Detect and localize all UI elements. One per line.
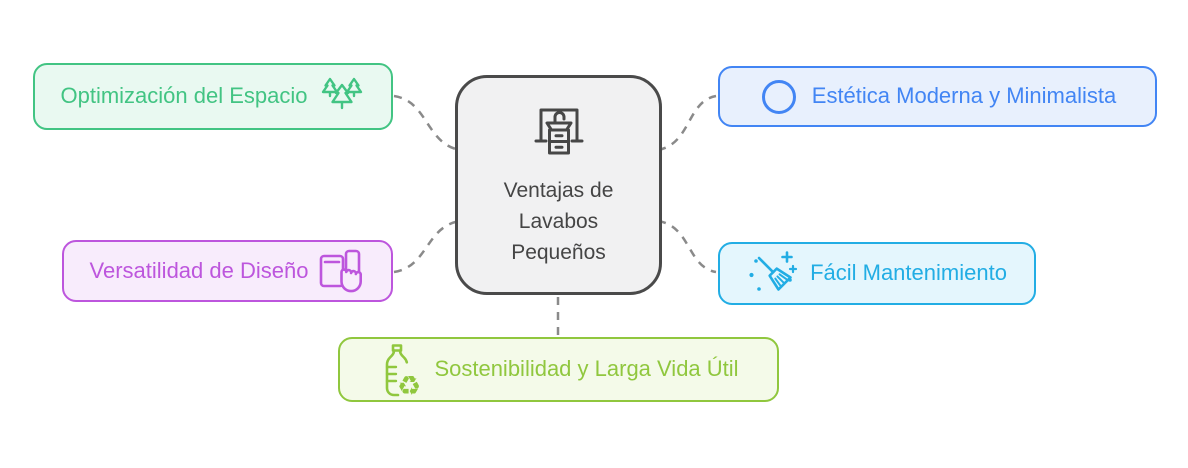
node-label: Versatilidad de Diseño: [89, 257, 309, 283]
svg-text:♻: ♻: [397, 371, 421, 397]
connector: [393, 219, 461, 274]
pine-trees-icon: [318, 75, 366, 119]
bathroom-vanity-sink-icon: [528, 101, 590, 164]
node-versatilidad-de-diseno: Versatilidad de Diseño: [62, 240, 393, 302]
center-title-line3: Pequeños: [511, 241, 606, 264]
center-title-line2: Lavabos: [518, 210, 599, 233]
broom-sparkles-icon: [747, 248, 799, 300]
node-sostenibilidad-y-larga-vida-util: ♻ Sostenibilidad y Larga Vida Útil: [338, 337, 779, 402]
node-estetica-moderna-y-minimalista: Estética Moderna y Minimalista: [718, 66, 1157, 127]
node-label: Sostenibilidad y Larga Vida Útil: [434, 356, 739, 382]
node-label: Estética Moderna y Minimalista: [811, 83, 1117, 109]
bottle-recycle-icon: ♻: [378, 343, 424, 397]
devices-hand-icon: [317, 248, 365, 294]
node-label: Optimización del Espacio: [60, 83, 308, 109]
node-label: Fácil Mantenimiento: [810, 260, 1007, 286]
connector: [657, 94, 717, 152]
center-title-line1: Ventajas de: [503, 179, 614, 202]
center-node: Ventajas de Lavabos Pequeños: [455, 75, 662, 295]
node-optimizacion-del-espacio: Optimización del Espacio: [33, 63, 393, 130]
connector: [657, 219, 717, 274]
node-facil-mantenimiento: Fácil Mantenimiento: [718, 242, 1036, 305]
connector: [393, 94, 461, 152]
center-title: Ventajas de Lavabos Pequeños: [504, 175, 614, 268]
circle-outline-icon: [759, 77, 799, 117]
